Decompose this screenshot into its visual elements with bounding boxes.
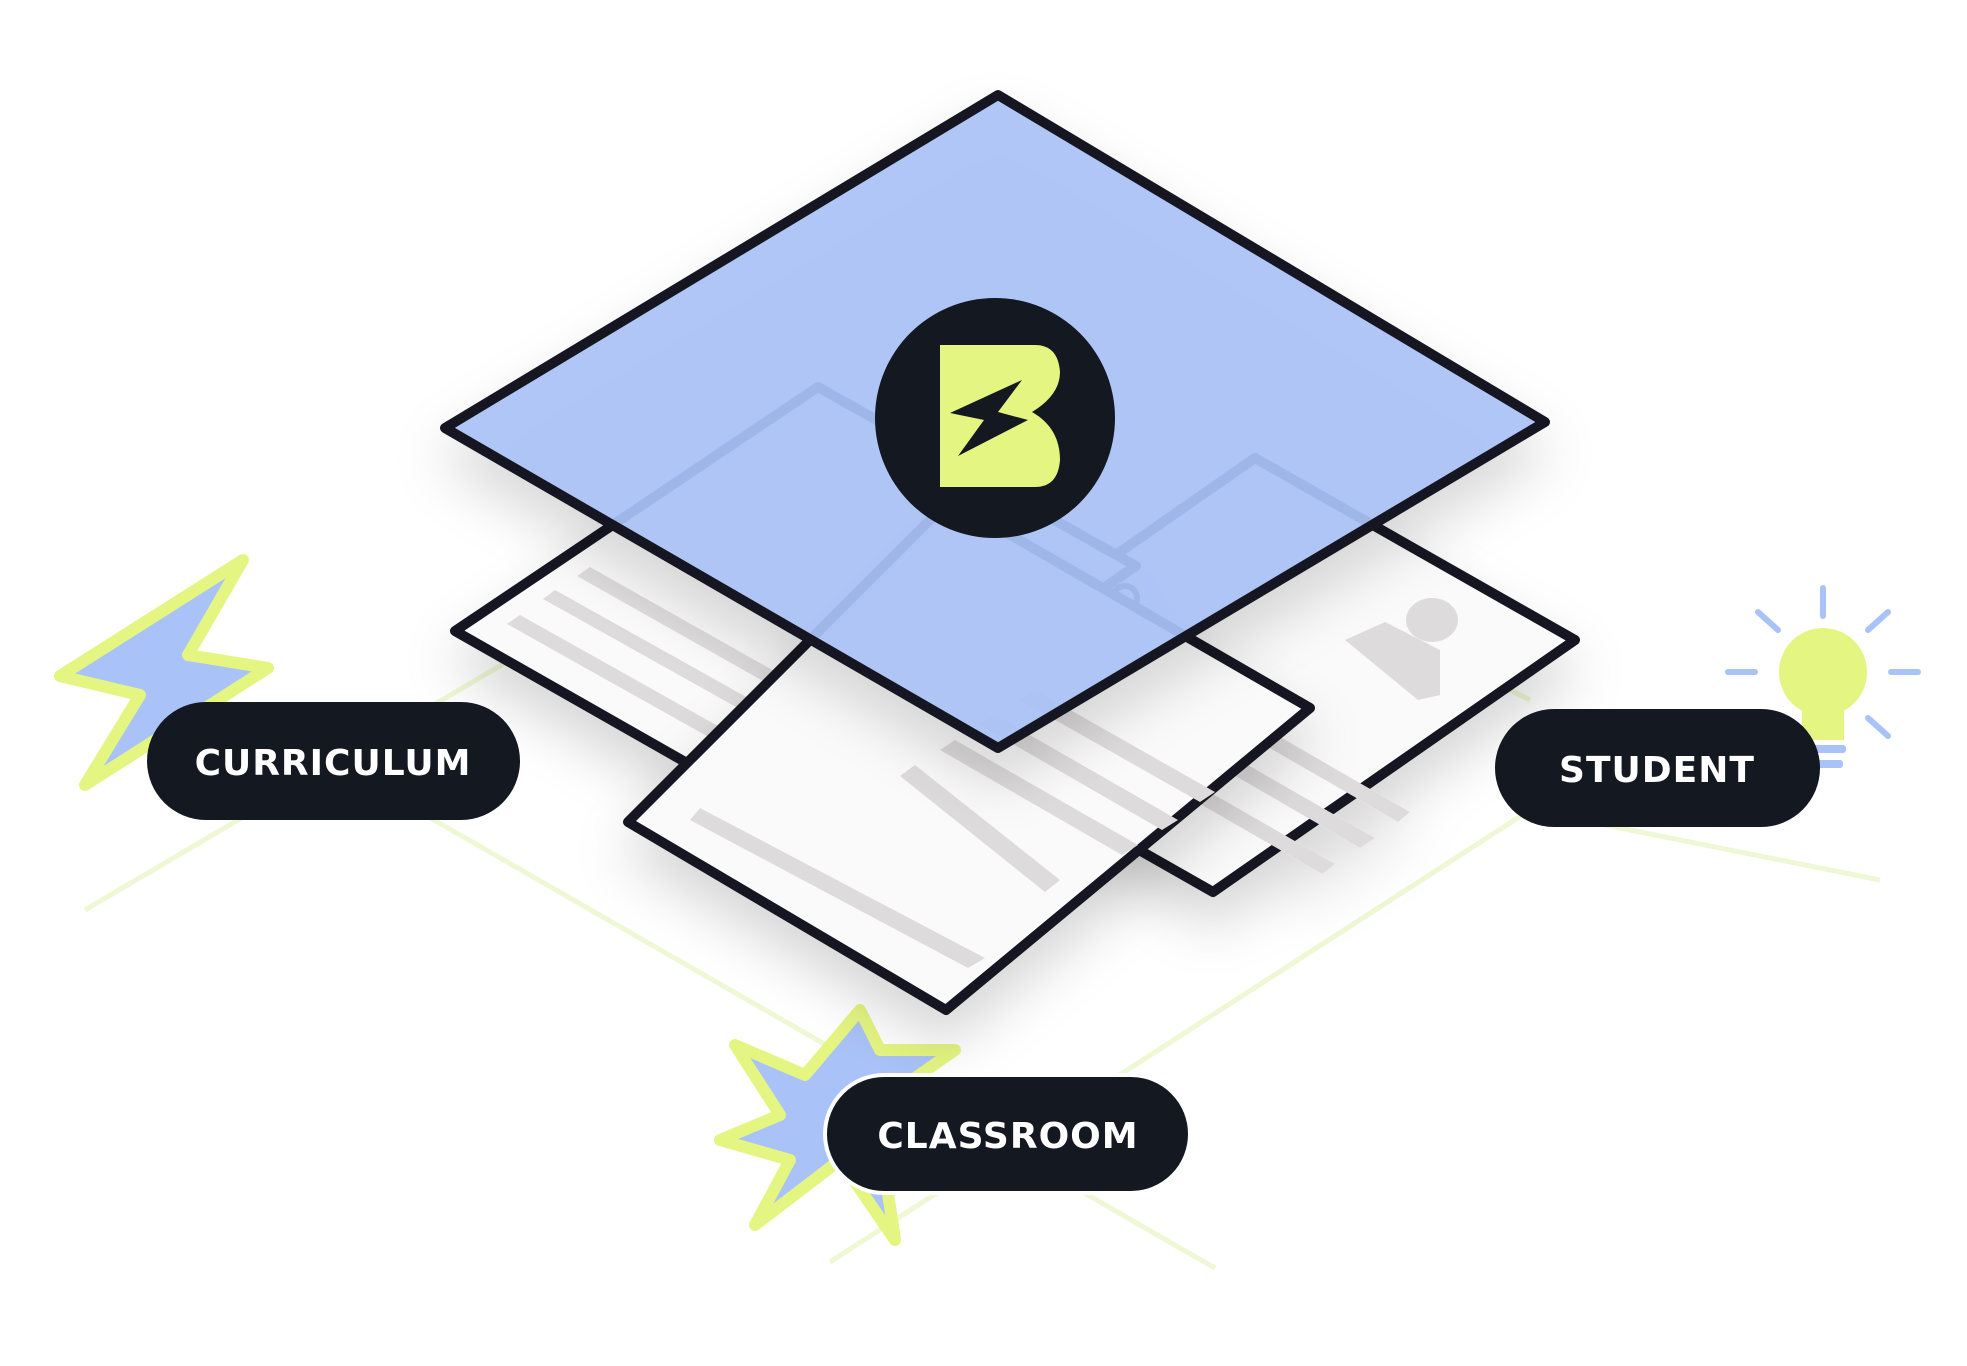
classroom-card-bars: [690, 690, 1215, 968]
student-label: STUDENT: [1495, 709, 1820, 827]
classroom-label-text: CLASSROOM: [877, 1116, 1138, 1157]
lightbulb-icon: [1725, 585, 1921, 768]
curriculum-label-text: CURRICULUM: [195, 743, 472, 784]
student-label-text: STUDENT: [1559, 750, 1755, 791]
curriculum-label: CURRICULUM: [147, 702, 520, 820]
avatar-icon: [1345, 598, 1458, 700]
lightning-bolt-icon: [54, 554, 274, 791]
classroom-label: CLASSROOM: [823, 1073, 1192, 1195]
lightning-b-logo: [875, 298, 1115, 538]
